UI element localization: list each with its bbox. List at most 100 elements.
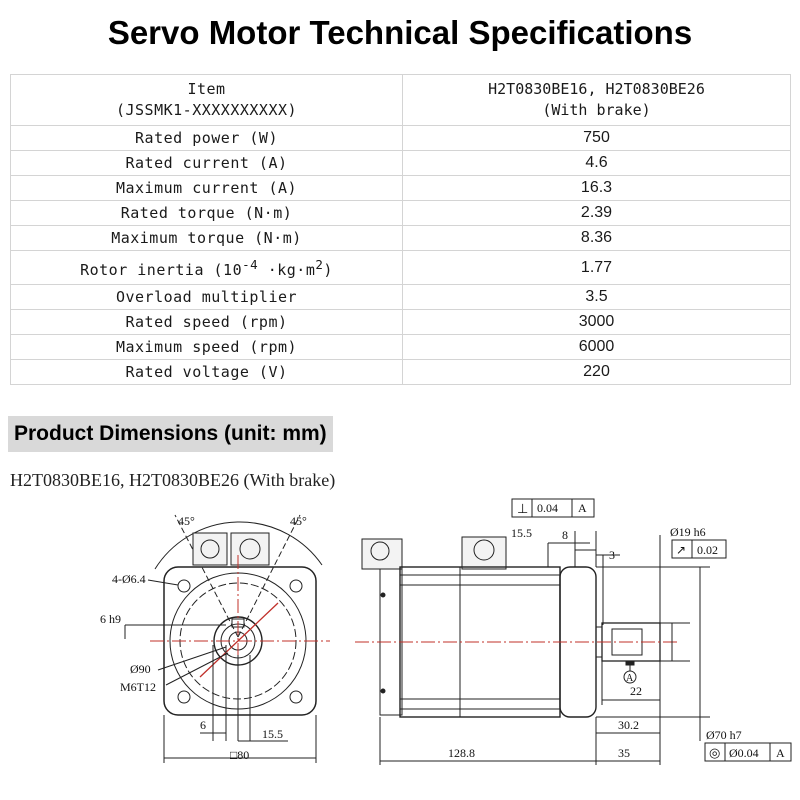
side-connector-left-cap (370, 541, 390, 561)
shaft-dia-label: Ø19 h6 (670, 525, 706, 539)
table-row: Maximum speed (rpm) 6000 (10, 334, 791, 360)
spigot-dia-label: Ø70 h7 (706, 728, 742, 742)
label-suffix: ) (323, 260, 333, 279)
label-sup-exponent: -4 (242, 256, 259, 272)
row-value: 8.36 (402, 225, 791, 251)
header-model-line1: H2T0830BE16, H2T0830BE26 (488, 80, 705, 98)
label-prefix: Rotor inertia (10 (80, 260, 243, 279)
page-title: Servo Motor Technical Specifications (107, 14, 693, 51)
dim-15-5: 15.5 (511, 526, 532, 540)
dim-shaft-height: 15.5 (262, 727, 283, 741)
header-model-cell: H2T0830BE16, H2T0830BE26 (With brake) (402, 74, 791, 126)
front-view-labels: 45° 45° 4-Ø6.4 6 h9 Ø90 M6T12 6 15.5 □80 (100, 514, 307, 762)
row-label: Rotor inertia (10-4 ·kg·m2) (10, 250, 403, 285)
datum-triangle (625, 660, 635, 666)
table-row: Rated voltage (V) 220 (10, 359, 791, 385)
row-label: Maximum current (A) (10, 175, 403, 201)
dim-30-2: 30.2 (618, 718, 639, 732)
row-label: Maximum speed (rpm) (10, 334, 403, 360)
angle-right-label: 45° (290, 514, 307, 528)
runout-value: 0.02 (697, 543, 718, 557)
row-label: Rated speed (rpm) (10, 309, 403, 335)
row-label: Rated power (W) (10, 125, 403, 151)
table-row: Overload multiplier 3.5 (10, 284, 791, 310)
pcd-label: Ø90 (130, 662, 151, 676)
side-connector-right-cap (473, 539, 495, 561)
hole-label: 4-Ø6.4 (112, 572, 146, 586)
table-row: Rated torque (N·m) 2.39 (10, 200, 791, 226)
side-view-labels: ⊥ 0.04 A 15.5 8 3 Ø19 h6 ↗ 0.02 A 22 30.… (448, 501, 785, 760)
fin (399, 574, 561, 586)
table-row: Rated power (W) 750 (10, 125, 791, 151)
connector-power (192, 532, 228, 566)
angle-ray-right (237, 514, 301, 638)
screw (380, 688, 386, 694)
conc-symbol: ◎ (709, 745, 720, 760)
fcf-runout (671, 539, 727, 559)
dim-key-width: 6 (200, 718, 206, 732)
connector-power-cap (200, 539, 220, 559)
perp-value: 0.04 (537, 501, 558, 515)
dimension-drawing: 45° 45° 4-Ø6.4 6 h9 Ø90 M6T12 6 15.5 □80 (100, 498, 792, 765)
row-label: Rated torque (N·m) (10, 200, 403, 226)
drawing-model-caption: H2T0830BE16, H2T0830BE26 (With brake) (10, 470, 336, 490)
connector-encoder (230, 532, 270, 566)
front-view (124, 514, 330, 763)
row-value: 220 (402, 359, 791, 385)
row-label: Rated voltage (V) (10, 359, 403, 385)
spec-table: Item (JSSMK1-XXXXXXXXXX) H2T0830BE16, H2… (10, 74, 791, 385)
dim-3: 3 (609, 548, 615, 562)
row-label: Overload multiplier (10, 284, 403, 310)
leader-pcd (157, 646, 227, 671)
spec-table-header: Item (JSSMK1-XXXXXXXXXX) H2T0830BE16, H2… (10, 74, 791, 126)
table-row: Rotor inertia (10-4 ·kg·m2) 1.77 (10, 250, 791, 285)
angle-ray-left (174, 514, 239, 638)
angle-left-label: 45° (178, 514, 195, 528)
row-value: 1.77 (402, 250, 791, 285)
label-sup-square: 2 (315, 256, 324, 272)
angle-arc (154, 521, 323, 570)
leader-thread (165, 652, 229, 686)
dim-8: 8 (562, 528, 568, 542)
mount-hole (289, 690, 303, 704)
dim-body: 128.8 (448, 746, 475, 760)
side-connector-left (361, 538, 403, 570)
mount-hole (177, 579, 191, 593)
table-row: Rated speed (rpm) 3000 (10, 309, 791, 335)
mount-hole (289, 579, 303, 593)
table-row: Maximum current (A) 16.3 (10, 175, 791, 201)
dim-22: 22 (630, 684, 642, 698)
row-value: 4.6 (402, 150, 791, 176)
conc-value: Ø0.04 (729, 746, 759, 760)
perp-datum: A (578, 501, 587, 515)
header-item-line1: Item (187, 80, 226, 98)
mount-hole (177, 690, 191, 704)
diagonal-centerline (199, 602, 279, 678)
connector-encoder-cap (239, 538, 261, 560)
runout-symbol: ↗ (676, 543, 686, 557)
dim-flange: □80 (230, 748, 249, 762)
row-label: Maximum torque (N·m) (10, 225, 403, 251)
row-value: 2.39 (402, 200, 791, 226)
header-item-cell: Item (JSSMK1-XXXXXXXXXX) (10, 74, 403, 126)
screw (380, 592, 386, 598)
side-view (355, 498, 792, 765)
dim-shaft-len: 35 (618, 746, 630, 760)
key-label: 6 h9 (100, 612, 121, 626)
label-mid: ·kg·m (258, 260, 316, 279)
row-value: 16.3 (402, 175, 791, 201)
leader-hole (147, 579, 179, 586)
row-value: 3000 (402, 309, 791, 335)
section-title: Product Dimensions (unit: mm) (8, 416, 333, 452)
conc-datum: A (776, 746, 785, 760)
fin (399, 698, 561, 710)
side-connector-right (461, 536, 507, 570)
row-value: 6000 (402, 334, 791, 360)
header-model-line2: (With brake) (542, 101, 651, 119)
row-label: Rated current (A) (10, 150, 403, 176)
row-value: 750 (402, 125, 791, 151)
perp-symbol: ⊥ (517, 501, 528, 516)
thread-label: M6T12 (120, 680, 156, 694)
table-row: Rated current (A) 4.6 (10, 150, 791, 176)
header-item-line2: (JSSMK1-XXXXXXXXXX) (115, 101, 298, 119)
